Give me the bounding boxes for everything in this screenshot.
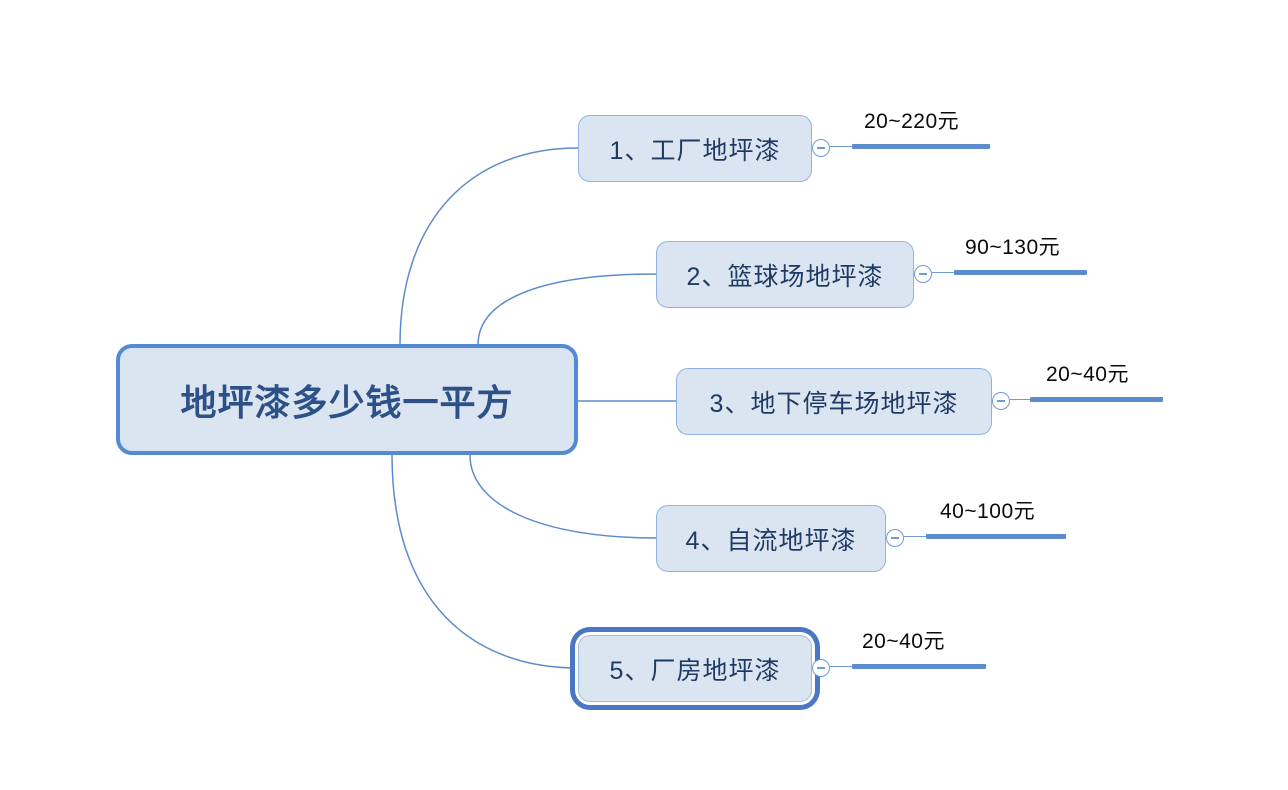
collapse-minus-icon-2[interactable] [914, 265, 932, 283]
price-line-thick-1 [852, 144, 990, 149]
branch-node-4-label: 4、自流地坪漆 [685, 526, 857, 555]
price-line-thick-5 [852, 664, 986, 669]
price-group-1: 20~220元 [830, 100, 1000, 155]
branch-node-3-label: 3、地下停车场地坪漆 [709, 389, 959, 418]
price-label-3: 20~40元 [1046, 363, 1129, 386]
minus-glyph [919, 273, 927, 275]
branch-node-1[interactable]: 1、工厂地坪漆 [578, 115, 812, 182]
branch-node-4[interactable]: 4、自流地坪漆 [656, 505, 886, 572]
price-line-thin-2 [932, 272, 954, 274]
price-line-thin-1 [830, 146, 852, 148]
minus-glyph [817, 147, 825, 149]
branch-node-2[interactable]: 2、篮球场地坪漆 [656, 241, 914, 308]
collapse-minus-icon-5[interactable] [812, 659, 830, 677]
collapse-minus-icon-1[interactable] [812, 139, 830, 157]
branch-node-5[interactable]: 5、厂房地坪漆 [578, 635, 812, 702]
minus-glyph [817, 667, 825, 669]
branch-node-1-label: 1、工厂地坪漆 [609, 136, 781, 165]
branch-node-2-label: 2、篮球场地坪漆 [686, 262, 884, 291]
price-label-4: 40~100元 [940, 500, 1036, 523]
minus-glyph [997, 400, 1005, 402]
minus-glyph [891, 537, 899, 539]
price-group-2: 90~130元 [932, 226, 1097, 281]
branch-node-3[interactable]: 3、地下停车场地坪漆 [676, 368, 992, 435]
price-line-thin-4 [904, 536, 926, 538]
price-line-thin-3 [1010, 399, 1030, 401]
price-line-thick-4 [926, 534, 1066, 539]
price-label-1: 20~220元 [864, 110, 960, 133]
price-group-4: 40~100元 [904, 490, 1072, 545]
price-group-3: 20~40元 [1010, 353, 1170, 408]
central-node-label: 地坪漆多少钱一平方 [180, 381, 514, 423]
price-line-thick-2 [954, 270, 1087, 275]
price-group-5: 20~40元 [830, 620, 990, 675]
price-label-2: 90~130元 [965, 236, 1061, 259]
price-line-thick-3 [1030, 397, 1163, 402]
price-label-5: 20~40元 [862, 630, 945, 653]
branch-node-5-label: 5、厂房地坪漆 [609, 656, 781, 685]
price-line-thin-5 [830, 666, 852, 668]
central-node[interactable]: 地坪漆多少钱一平方 [116, 344, 578, 455]
collapse-minus-icon-4[interactable] [886, 529, 904, 547]
collapse-minus-icon-3[interactable] [992, 392, 1010, 410]
